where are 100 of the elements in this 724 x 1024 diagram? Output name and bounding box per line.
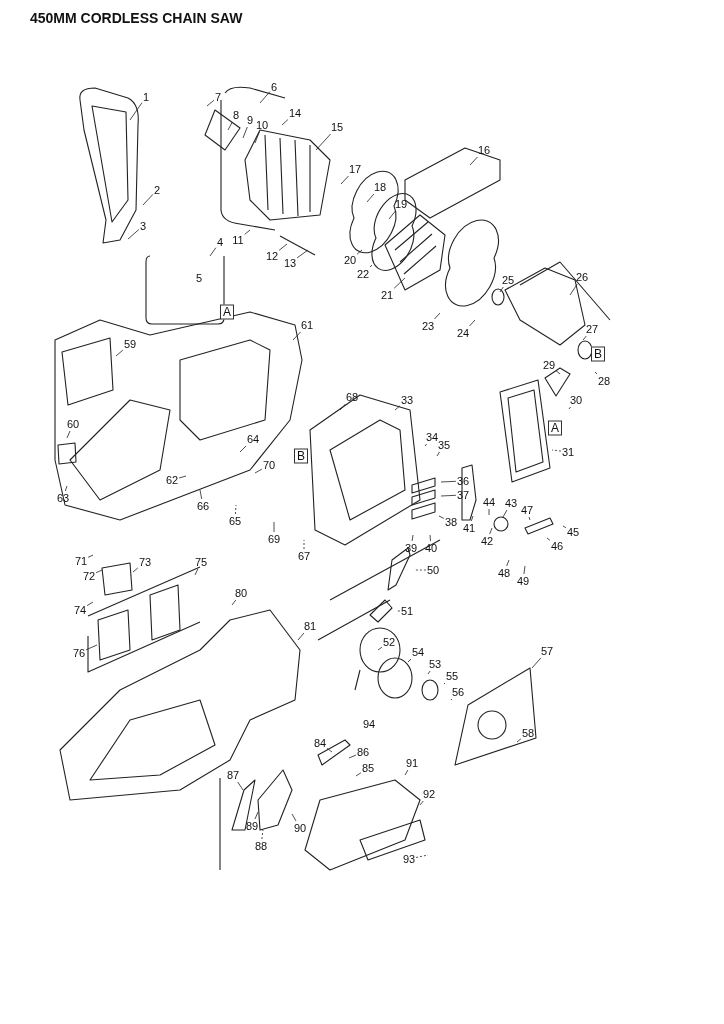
leader-line bbox=[297, 632, 305, 641]
callout-number: 3 bbox=[139, 220, 147, 232]
leader-line bbox=[209, 247, 217, 257]
callout-number: 12 bbox=[265, 250, 279, 262]
leader-line bbox=[394, 405, 401, 411]
leader-line bbox=[244, 229, 251, 235]
callout-number: 30 bbox=[569, 394, 583, 406]
callout-number: 40 bbox=[424, 542, 438, 554]
leader-line bbox=[555, 370, 561, 375]
callout-number: 26 bbox=[575, 271, 589, 283]
leader-line bbox=[499, 286, 504, 293]
leader-line bbox=[506, 559, 510, 567]
callout-number: 56 bbox=[451, 686, 465, 698]
callout-number: 44 bbox=[482, 496, 496, 508]
callout-number: 90 bbox=[293, 822, 307, 834]
leader-line bbox=[85, 644, 98, 651]
leader-line bbox=[315, 133, 331, 151]
leader-line bbox=[546, 537, 551, 541]
callout-number: 61 bbox=[300, 319, 314, 331]
leader-line bbox=[303, 539, 305, 550]
callout-number: 46 bbox=[550, 540, 564, 552]
callout-number: 81 bbox=[303, 620, 317, 632]
view-reference-mark: B bbox=[294, 448, 308, 464]
leader-line bbox=[434, 312, 441, 320]
leader-line bbox=[339, 403, 346, 411]
callout-number: 33 bbox=[400, 394, 414, 406]
callout-number: 43 bbox=[504, 497, 518, 509]
callout-number: 85 bbox=[361, 762, 375, 774]
leader-line bbox=[115, 349, 124, 357]
callout-number: 64 bbox=[246, 433, 260, 445]
callout-number: 62 bbox=[165, 474, 179, 486]
callout-number: 52 bbox=[382, 636, 396, 648]
leader-line bbox=[254, 811, 259, 820]
diagram-title: 450MM CORDLESS CHAIN SAW bbox=[30, 10, 243, 26]
leader-line bbox=[326, 747, 333, 753]
leader-line bbox=[254, 131, 260, 144]
callout-number: 87 bbox=[226, 769, 240, 781]
callout-number: 80 bbox=[234, 587, 248, 599]
leader-line bbox=[292, 331, 301, 341]
callout-number: 93 bbox=[402, 853, 416, 865]
leader-line bbox=[594, 371, 598, 375]
callout-number: 84 bbox=[313, 737, 327, 749]
callout-number: 86 bbox=[356, 746, 370, 758]
leader-line bbox=[178, 475, 187, 479]
callout-number: 91 bbox=[405, 757, 419, 769]
view-reference-mark: B bbox=[591, 346, 605, 362]
leader-line bbox=[424, 443, 427, 447]
leader-line bbox=[340, 175, 349, 185]
leader-line bbox=[528, 516, 531, 521]
callout-number: 20 bbox=[343, 254, 357, 266]
callout-number: 25 bbox=[501, 274, 515, 286]
callout-number: 68 bbox=[345, 391, 359, 403]
callout-number: 42 bbox=[480, 535, 494, 547]
leader-line bbox=[237, 781, 244, 791]
callout-number: 10 bbox=[255, 119, 269, 131]
leader-line bbox=[259, 91, 271, 104]
callout-number: 48 bbox=[497, 567, 511, 579]
callout-number: 41 bbox=[462, 522, 476, 534]
callout-number: 58 bbox=[521, 727, 535, 739]
callout-number: 29 bbox=[542, 359, 556, 371]
callout-number: 88 bbox=[254, 840, 268, 852]
callout-number: 73 bbox=[138, 556, 152, 568]
leader-line bbox=[438, 515, 445, 519]
leader-line bbox=[470, 515, 474, 522]
leader-line bbox=[469, 319, 476, 327]
callout-number: 8 bbox=[232, 109, 240, 121]
callout-number: 57 bbox=[540, 645, 554, 657]
leader-line bbox=[415, 854, 429, 858]
callout-number: 51 bbox=[400, 605, 414, 617]
callout-number: 9 bbox=[246, 114, 254, 126]
leader-line bbox=[355, 772, 362, 777]
leader-line bbox=[235, 504, 237, 515]
callout-number: 70 bbox=[262, 459, 276, 471]
leader-line bbox=[239, 445, 247, 453]
leader-line bbox=[489, 527, 493, 535]
leader-line bbox=[436, 451, 440, 457]
callout-number: 89 bbox=[245, 820, 259, 832]
callout-number: 21 bbox=[380, 289, 394, 301]
leader-line bbox=[142, 194, 154, 206]
callout-number: 7 bbox=[214, 91, 222, 103]
leader-line bbox=[407, 658, 412, 663]
callout-number: 71 bbox=[74, 555, 88, 567]
callout-number: 75 bbox=[194, 556, 208, 568]
callout-number: 17 bbox=[348, 163, 362, 175]
leader-line bbox=[291, 813, 297, 822]
callout-number: 19 bbox=[394, 198, 408, 210]
leader-line bbox=[132, 567, 139, 573]
callout-number: 28 bbox=[597, 375, 611, 387]
leader-line bbox=[95, 569, 103, 574]
leader-line bbox=[582, 335, 587, 341]
leader-line bbox=[261, 829, 264, 840]
callout-number: 2 bbox=[153, 184, 161, 196]
leader-line bbox=[411, 534, 414, 542]
leader-line bbox=[393, 277, 406, 289]
leader-line bbox=[127, 229, 140, 240]
leader-line bbox=[568, 406, 571, 410]
view-reference-mark: A bbox=[548, 420, 562, 436]
leader-line bbox=[427, 670, 431, 675]
leader-line bbox=[419, 800, 424, 806]
leader-line bbox=[488, 508, 490, 516]
